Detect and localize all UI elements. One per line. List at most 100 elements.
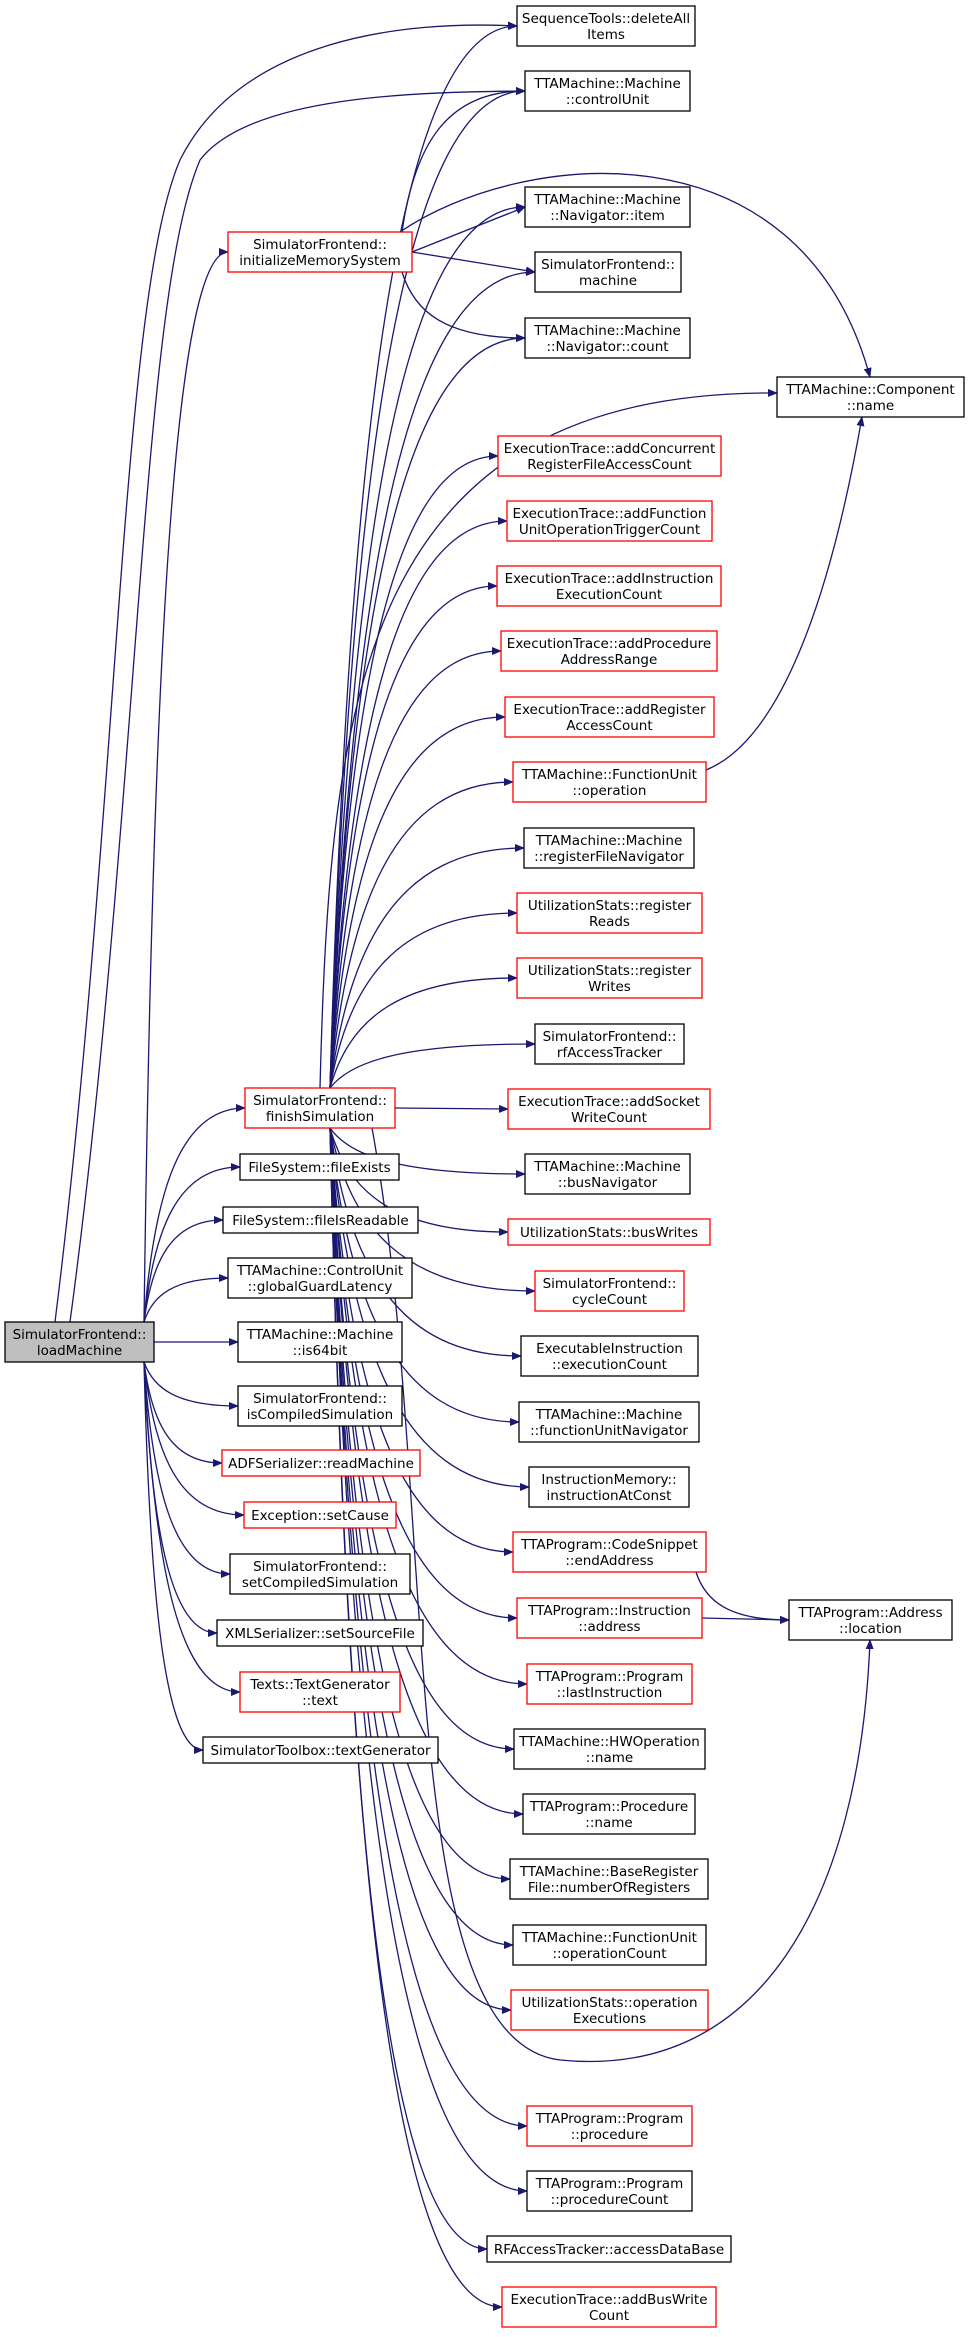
node-box[interactable] — [227, 231, 413, 273]
node-loadMachine[interactable]: SimulatorFrontend::loadMachine — [4, 1321, 155, 1363]
node-box[interactable] — [229, 1553, 411, 1595]
node-execCount[interactable]: ExecutableInstruction::executionCount — [520, 1335, 699, 1377]
node-machine[interactable]: SimulatorFrontend::machine — [534, 251, 682, 293]
node-box[interactable] — [512, 1531, 707, 1573]
node-busWrites[interactable]: UtilizationStats::busWrites — [507, 1218, 711, 1246]
node-instrAddress[interactable]: TTAProgram::Instruction::address — [516, 1597, 703, 1639]
node-box[interactable] — [486, 2235, 732, 2263]
node-fuNavigator[interactable]: TTAMachine::Machine::functionUnitNavigat… — [518, 1401, 700, 1443]
node-box[interactable] — [507, 1088, 711, 1130]
node-box[interactable] — [237, 1385, 403, 1427]
node-box[interactable] — [520, 1335, 699, 1377]
node-texts[interactable]: Texts::TextGenerator::text — [239, 1671, 401, 1713]
node-box[interactable] — [216, 1619, 424, 1647]
node-box[interactable] — [507, 1218, 711, 1246]
node-finishSim[interactable]: SimulatorFrontend::finishSimulation — [244, 1087, 396, 1129]
node-box[interactable] — [524, 70, 691, 112]
node-box[interactable] — [516, 957, 703, 999]
node-procCount[interactable]: TTAProgram::Program::procedureCount — [526, 2170, 693, 2212]
node-box[interactable] — [516, 892, 703, 934]
node-box[interactable] — [534, 1023, 685, 1065]
node-box[interactable] — [534, 251, 682, 293]
node-opCount[interactable]: TTAMachine::FunctionUnit::operationCount — [512, 1924, 707, 1966]
node-setSourceFile[interactable]: XMLSerializer::setSourceFile — [216, 1619, 424, 1647]
node-box[interactable] — [500, 630, 718, 672]
node-cycleCount[interactable]: SimulatorFrontend::cycleCount — [534, 1270, 685, 1312]
node-fileIsReadable[interactable]: FileSystem::fileIsReadable — [222, 1206, 419, 1234]
node-box[interactable] — [221, 1449, 421, 1477]
node-box[interactable] — [509, 1858, 709, 1900]
node-box[interactable] — [506, 500, 713, 542]
node-addFunction[interactable]: ExecutionTrace::addFunctionUnitOperation… — [506, 500, 713, 542]
node-fileExists[interactable]: FileSystem::fileExists — [239, 1153, 400, 1181]
node-box[interactable] — [524, 186, 691, 228]
node-box[interactable] — [526, 2105, 693, 2147]
node-box[interactable] — [516, 1597, 703, 1639]
node-box[interactable] — [524, 317, 691, 359]
node-addConcurrent[interactable]: ExecutionTrace::addConcurrentRegisterFil… — [497, 435, 722, 477]
node-box[interactable] — [528, 1466, 690, 1508]
node-box[interactable] — [497, 435, 722, 477]
node-isCompiledSim[interactable]: SimulatorFrontend::isCompiledSimulation — [237, 1385, 403, 1427]
node-rfAccessTracker[interactable]: SimulatorFrontend::rfAccessTracker — [534, 1023, 685, 1065]
node-box[interactable] — [518, 1401, 700, 1443]
node-procedure[interactable]: TTAProgram::Program::procedure — [526, 2105, 693, 2147]
node-box[interactable] — [534, 1270, 685, 1312]
node-navItem[interactable]: TTAMachine::Machine::Navigator::item — [524, 186, 691, 228]
node-box[interactable] — [524, 1153, 691, 1195]
node-procName[interactable]: TTAProgram::Procedure::name — [522, 1793, 696, 1835]
node-setCompiledSim[interactable]: SimulatorFrontend::setCompiledSimulation — [229, 1553, 411, 1595]
node-lastInstr[interactable]: TTAProgram::Program::lastInstruction — [526, 1663, 693, 1705]
node-box[interactable] — [516, 5, 696, 47]
node-box[interactable] — [526, 2170, 693, 2212]
node-endAddress[interactable]: TTAProgram::CodeSnippet::endAddress — [512, 1531, 707, 1573]
node-box[interactable] — [526, 1663, 693, 1705]
node-box[interactable] — [244, 1087, 396, 1129]
node-is64bit[interactable]: TTAMachine::Machine::is64bit — [237, 1321, 403, 1363]
node-box[interactable] — [501, 2286, 717, 2328]
node-globalGuardLatency[interactable]: TTAMachine::ControlUnit::globalGuardLate… — [227, 1257, 413, 1299]
node-initMem[interactable]: SimulatorFrontend::initializeMemorySyste… — [227, 231, 413, 273]
node-hwOpName[interactable]: TTAMachine::HWOperation::name — [513, 1728, 706, 1770]
node-componentName[interactable]: TTAMachine::Component::name — [776, 376, 965, 418]
node-box[interactable] — [227, 1257, 413, 1299]
node-controlUnit[interactable]: TTAMachine::Machine::controlUnit — [524, 70, 691, 112]
node-navCount[interactable]: TTAMachine::Machine::Navigator::count — [524, 317, 691, 359]
node-box[interactable] — [4, 1321, 155, 1363]
node-instrAtConst[interactable]: InstructionMemory::instructionAtConst — [528, 1466, 690, 1508]
node-box[interactable] — [512, 1924, 707, 1966]
node-readMachine[interactable]: ADFSerializer::readMachine — [221, 1449, 421, 1477]
node-box[interactable] — [522, 1793, 696, 1835]
node-accessDataBase[interactable]: RFAccessTracker::accessDataBase — [486, 2235, 732, 2263]
node-addInstruction[interactable]: ExecutionTrace::addInstructionExecutionC… — [496, 565, 722, 607]
node-addrLocation[interactable]: TTAProgram::Address::location — [788, 1599, 953, 1641]
node-box[interactable] — [243, 1501, 397, 1529]
node-box[interactable] — [496, 565, 722, 607]
node-box[interactable] — [512, 761, 707, 803]
node-rfNavigator[interactable]: TTAMachine::Machine::registerFileNavigat… — [523, 827, 695, 869]
node-busNavigator[interactable]: TTAMachine::Machine::busNavigator — [524, 1153, 691, 1195]
node-textGenerator[interactable]: SimulatorToolbox::textGenerator — [202, 1736, 439, 1764]
node-box[interactable] — [202, 1736, 439, 1764]
node-box[interactable] — [513, 1728, 706, 1770]
node-box[interactable] — [510, 1989, 709, 2031]
node-box[interactable] — [788, 1599, 953, 1641]
node-box[interactable] — [237, 1321, 403, 1363]
node-setCause[interactable]: Exception::setCause — [243, 1501, 397, 1529]
node-box[interactable] — [504, 696, 715, 738]
node-box[interactable] — [239, 1153, 400, 1181]
node-box[interactable] — [776, 376, 965, 418]
node-fuOperation[interactable]: TTAMachine::FunctionUnit::operation — [512, 761, 707, 803]
node-box[interactable] — [222, 1206, 419, 1234]
node-box[interactable] — [239, 1671, 401, 1713]
node-box[interactable] — [523, 827, 695, 869]
node-numRegs[interactable]: TTAMachine::BaseRegisterFile::numberOfRe… — [509, 1858, 709, 1900]
